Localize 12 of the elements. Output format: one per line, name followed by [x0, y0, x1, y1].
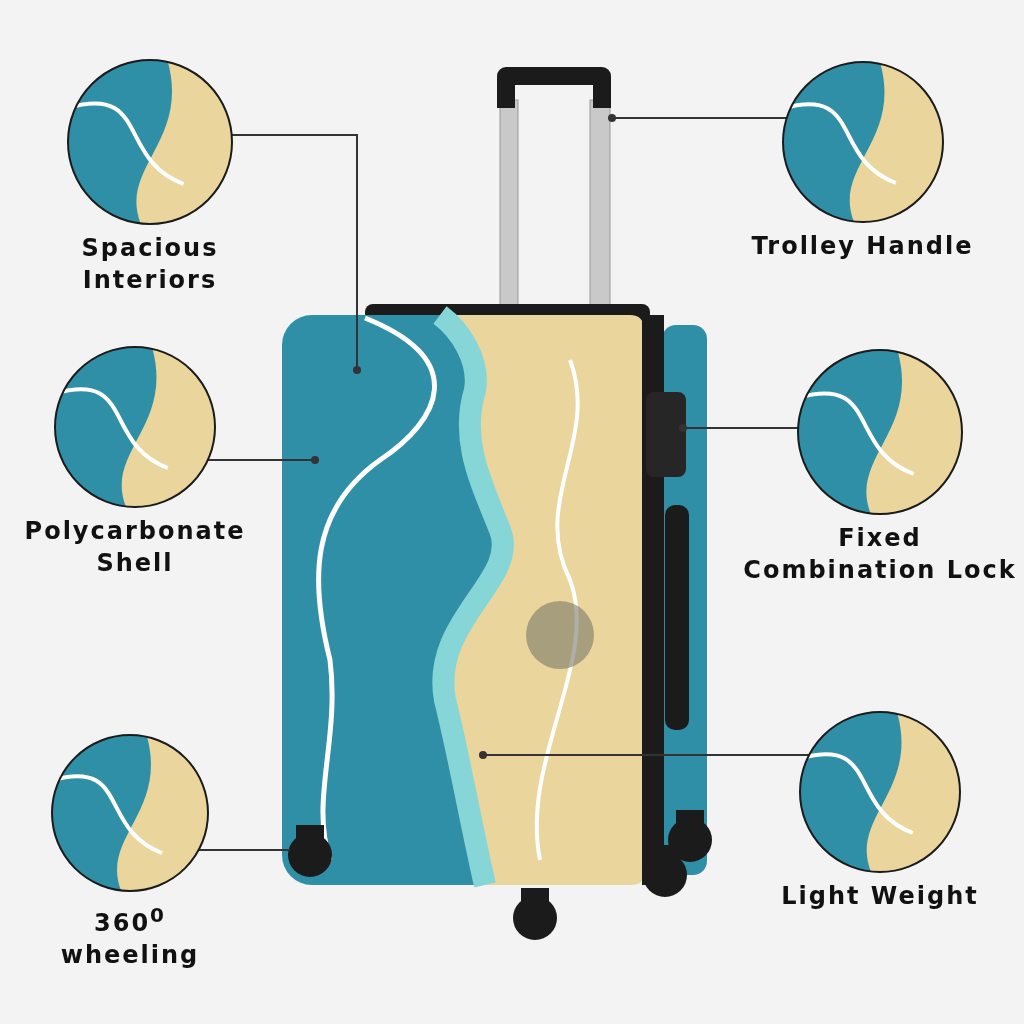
feature-label: Polycarbonate Shell [23, 516, 247, 579]
leader-line [679, 424, 800, 432]
leader-line [230, 134, 361, 374]
feature-label: Light Weight [781, 881, 979, 912]
feature-label: 360$^{0}$ wheeling [59, 902, 201, 971]
feature-label: Trolley Handle [751, 231, 974, 262]
leader-line [206, 456, 319, 464]
leader-line [479, 751, 811, 759]
leader-line [197, 849, 291, 851]
leader-line [608, 114, 788, 122]
feature-label: Spacious Interiors [80, 233, 220, 296]
feature-label: Fixed Combination Lock [742, 523, 1018, 586]
